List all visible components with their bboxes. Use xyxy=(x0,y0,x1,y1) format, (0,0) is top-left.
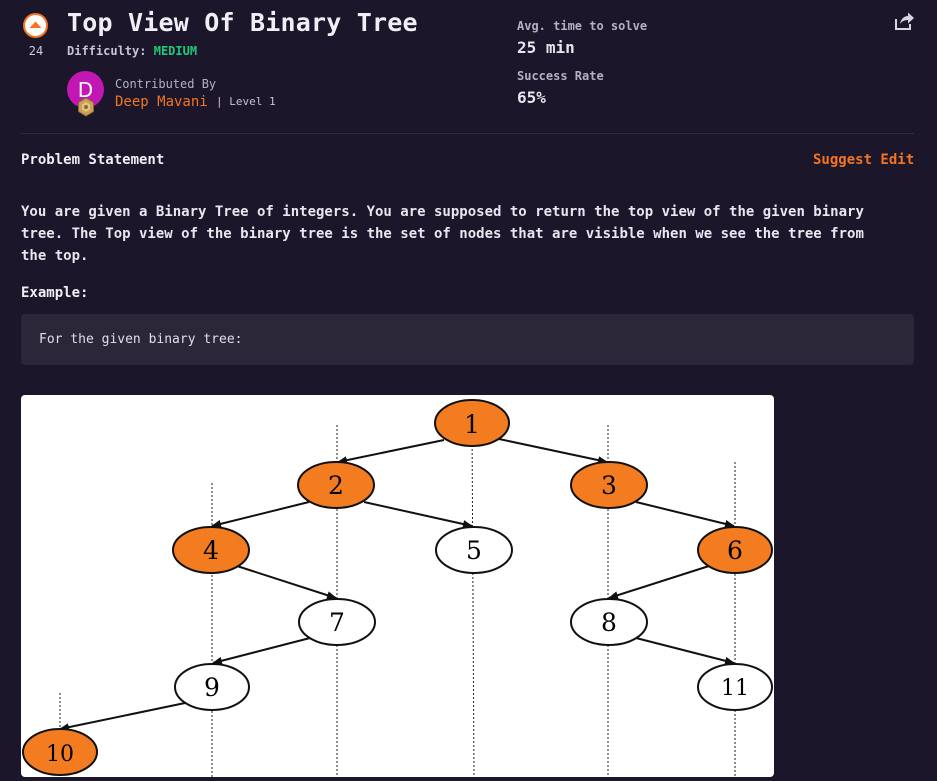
tree-nodes: 1 2 3 4 5 xyxy=(22,399,773,776)
tree-node-3: 3 xyxy=(570,461,648,509)
guide-line xyxy=(471,424,475,777)
edge-2-5 xyxy=(363,501,473,528)
node-label: 8 xyxy=(601,608,617,637)
statement-line: You are given a Binary Tree of integers.… xyxy=(21,204,864,220)
problem-statement-text: You are given a Binary Tree of integers.… xyxy=(21,201,914,267)
header-divider xyxy=(21,133,914,134)
contributor-level: | Level 1 xyxy=(216,95,276,108)
edge-3-6 xyxy=(635,501,735,528)
upvote-button[interactable] xyxy=(23,13,48,38)
edge-1-2 xyxy=(337,439,445,465)
node-label: 5 xyxy=(466,536,482,565)
suggest-edit-link[interactable]: Suggest Edit xyxy=(813,152,915,168)
problem-title: Top View Of Binary Tree xyxy=(67,8,418,37)
example-code-block: For the given binary tree: xyxy=(21,314,914,365)
tree-node-10: 10 xyxy=(22,728,98,776)
avg-time-label: Avg. time to solve xyxy=(517,19,648,33)
tree-node-11: 11 xyxy=(697,663,773,711)
edge-2-4 xyxy=(211,501,310,528)
contributed-by-label: Contributed By xyxy=(115,77,217,91)
node-label: 2 xyxy=(328,471,344,500)
level-badge-icon xyxy=(78,97,94,117)
difficulty-value: MEDIUM xyxy=(153,44,198,58)
edge-7-9 xyxy=(212,637,311,665)
upvote-count: 24 xyxy=(28,44,44,58)
edge-9-10 xyxy=(59,702,186,732)
node-label: 6 xyxy=(727,536,743,565)
contributor-avatar-wrap[interactable]: D xyxy=(67,71,105,117)
difficulty: Difficulty: MEDIUM xyxy=(67,44,197,58)
tree-node-7: 7 xyxy=(298,598,376,646)
node-label: 11 xyxy=(721,676,749,701)
share-icon xyxy=(895,12,914,30)
edge-1-3 xyxy=(498,438,608,465)
statement-line: tree. The Top view of the binary tree is… xyxy=(21,226,864,242)
statement-line: the top. xyxy=(21,248,89,264)
tree-node-6: 6 xyxy=(697,526,773,574)
contributor-name-link[interactable]: Deep Mavani xyxy=(115,94,208,110)
upvote-widget: 24 xyxy=(23,13,49,58)
edge-4-7 xyxy=(236,565,337,600)
share-button[interactable] xyxy=(893,10,915,32)
avg-time-value: 25 min xyxy=(517,38,575,57)
node-label: 7 xyxy=(329,608,345,637)
node-label: 4 xyxy=(203,536,219,565)
node-label: 3 xyxy=(601,471,617,500)
difficulty-label: Difficulty: xyxy=(67,44,147,58)
node-label: 1 xyxy=(464,410,480,439)
tree-edges xyxy=(59,438,735,732)
tree-node-8: 8 xyxy=(570,598,648,646)
node-label: 10 xyxy=(46,742,74,767)
problem-statement-heading: Problem Statement xyxy=(21,152,165,168)
edge-8-11 xyxy=(635,637,735,665)
success-rate-value: 65% xyxy=(517,88,546,107)
node-label: 9 xyxy=(204,673,220,702)
upvote-icon xyxy=(29,21,42,28)
example-code-text: For the given binary tree: xyxy=(39,332,243,347)
edge-6-8 xyxy=(608,565,710,600)
binary-tree-illustration: 1 2 3 4 5 xyxy=(21,395,774,777)
tree-node-4: 4 xyxy=(172,526,250,574)
tree-node-1: 1 xyxy=(434,399,510,447)
binary-tree-diagram: 1 2 3 4 5 xyxy=(22,399,773,777)
example-heading: Example: xyxy=(21,285,89,301)
tree-node-2: 2 xyxy=(297,461,375,509)
tree-node-5: 5 xyxy=(435,526,513,574)
tree-node-9: 9 xyxy=(174,663,250,711)
success-rate-label: Success Rate xyxy=(517,69,604,83)
